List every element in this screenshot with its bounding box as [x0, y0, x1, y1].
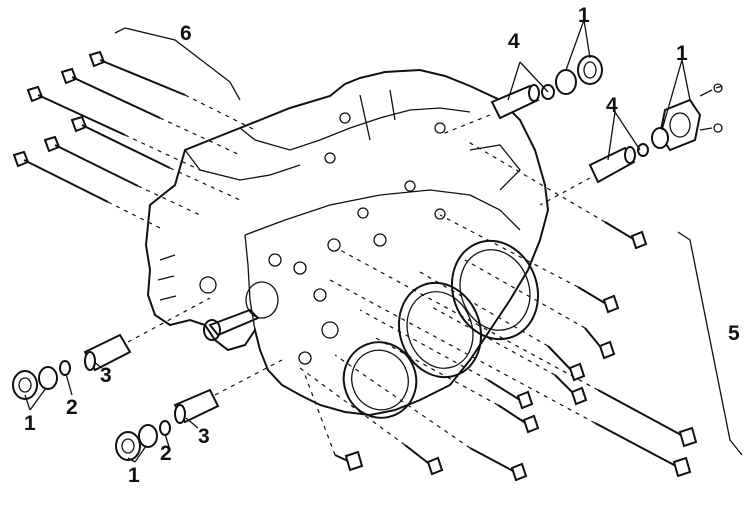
- callout-3-a: 3: [100, 364, 112, 387]
- callout-5: 5: [728, 322, 740, 345]
- callout-1-bottom-a: 1: [24, 412, 36, 435]
- callout-3-b: 3: [198, 425, 210, 448]
- callout-2-b: 2: [160, 442, 172, 465]
- callout-4-top-a: 4: [508, 30, 520, 53]
- bolt-group-6: [12, 27, 256, 229]
- callout-6: 6: [180, 22, 192, 45]
- callout-1-top-a: 1: [578, 4, 590, 27]
- top-right-plugs: [439, 19, 723, 206]
- bolt-group-5: [299, 139, 743, 482]
- callout-1-bottom-b: 1: [128, 464, 140, 487]
- callout-labels: 1 1 4 4 6 5 1 2 3 1 2 3: [24, 4, 740, 487]
- callout-2-a: 2: [66, 396, 78, 419]
- callout-1-top-b: 1: [676, 42, 688, 65]
- bottom-left-plugs: [12, 297, 283, 463]
- callout-4-top-b: 4: [606, 94, 618, 117]
- crankcase-block: [144, 68, 550, 419]
